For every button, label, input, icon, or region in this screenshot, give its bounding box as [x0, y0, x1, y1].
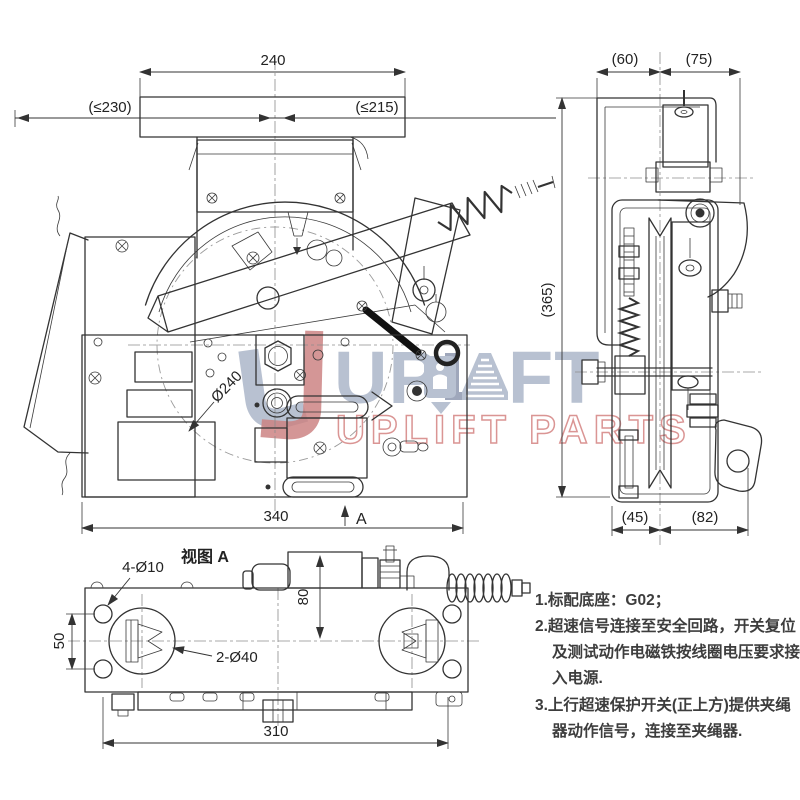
escalator-icon — [462, 353, 508, 400]
note-line-6: 器动作信号，连接至夹绳器. — [551, 721, 742, 740]
side-coil-spring — [616, 297, 642, 357]
switch-box — [196, 139, 354, 213]
side-dimensions: (60) (75) (365) (45) (82) — [539, 51, 749, 536]
side-view: (60) (75) (365) (45) (82) — [539, 51, 763, 545]
brand-text-left: UP — [334, 336, 439, 419]
note-line-5: 3.上行超速保护开关(正上方)提供夹绳 — [535, 695, 791, 714]
spring-arm — [391, 197, 461, 335]
tension-pulley — [685, 198, 715, 228]
hex-bolt — [264, 340, 292, 372]
side-frame — [611, 199, 719, 503]
notes: 1.标配底座：G02； 2.超速信号连接至安全回路，开关复位 及测试动作电磁铁按… — [535, 590, 800, 740]
note-line-4: 入电源. — [552, 668, 603, 687]
screw-icon — [206, 192, 346, 204]
dim-2xd40: 2-Ø40 — [216, 649, 258, 666]
coil-spring — [437, 175, 556, 232]
dim-340: 340 — [263, 508, 288, 525]
section-arrow-label: A — [356, 511, 367, 528]
dim-50: 50 — [51, 633, 68, 650]
dim-sheave-dia: Ø240 — [208, 368, 246, 406]
note-line-3: 及测试动作电磁铁按线圈电压要求接 — [552, 642, 800, 661]
brand-letter-l-foot — [445, 392, 466, 400]
dim-le215: (≤215) — [355, 99, 398, 116]
dim-60: (60) — [612, 51, 639, 68]
lever-arm — [147, 202, 471, 343]
brand-text-right: FT — [508, 336, 600, 419]
rope-thimble — [714, 419, 763, 492]
rope-hole-left — [108, 607, 176, 675]
chevron-mark — [371, 391, 393, 421]
view-a-title: 视图 A — [181, 547, 229, 566]
uplift-logo-icon — [238, 330, 324, 440]
guide-ring — [433, 339, 461, 367]
note-line-1: 1.标配底座：G02； — [535, 590, 670, 609]
base-plan-plate — [84, 587, 469, 693]
reset-spring — [446, 573, 531, 603]
rope-hole-right — [378, 607, 446, 675]
dim-45: (45) — [622, 509, 649, 526]
bottom-dimensions: 50 4-Ø10 2-Ø40 80 310 — [51, 551, 449, 749]
watermark: UP FT UPLIFT PARTS — [238, 330, 686, 453]
sheave-pitch-circle — [156, 226, 394, 464]
dim-82: (82) — [692, 509, 719, 526]
dim-310: 310 — [263, 723, 288, 740]
bottom-view: 视图 A — [51, 545, 531, 749]
dim-240: 240 — [260, 52, 285, 69]
front-view: 240 (≤230) (≤215) 340 A Ø240 — [14, 52, 556, 534]
elevator-icon — [424, 356, 456, 414]
dim-75: (75) — [686, 51, 713, 68]
dim-80: 80 — [295, 589, 312, 606]
note-line-2: 2.超速信号连接至安全回路，开关复位 — [535, 616, 796, 635]
tie-rod — [362, 306, 422, 356]
dim-le230: (≤230) — [88, 99, 131, 116]
dim-365: (365) — [539, 282, 556, 317]
left-bracket — [23, 195, 89, 496]
dim-4xd10: 4-Ø10 — [122, 559, 164, 576]
